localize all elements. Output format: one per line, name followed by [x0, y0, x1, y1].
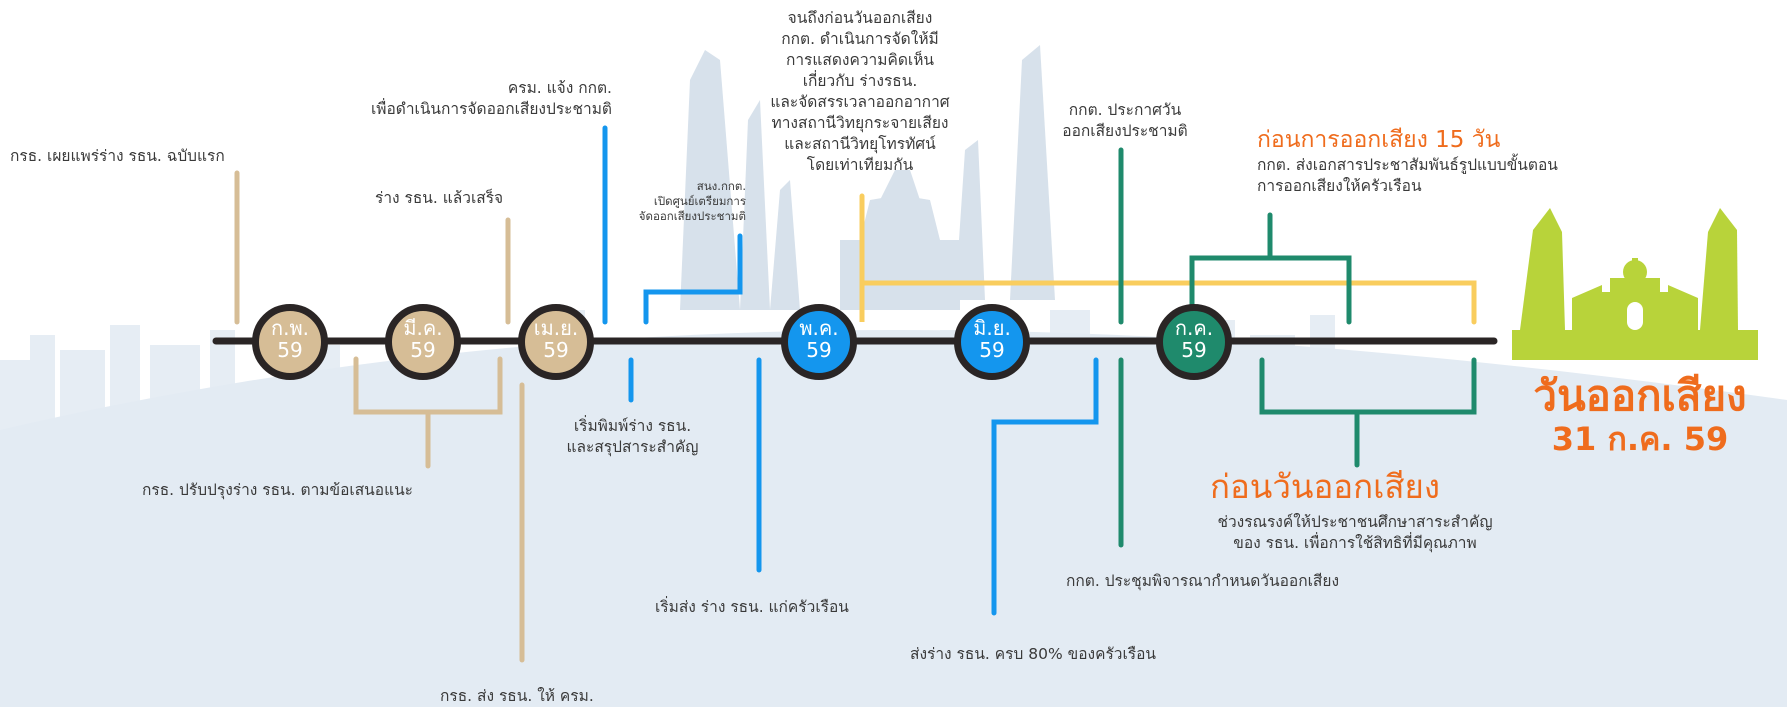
connector-send-80 — [991, 357, 1099, 616]
label-line: กกต. ประกาศวัน — [1068, 101, 1182, 119]
bracket-before-vote-day — [1259, 357, 1477, 415]
node-jun-59: มิ.ย. 59 — [954, 304, 1030, 380]
democracy-monument-icon — [1512, 208, 1758, 360]
vote-day-title: วันออกเสียง — [1533, 371, 1747, 420]
vote-day-block: วันออกเสียง 31 ก.ค. 59 — [1500, 371, 1780, 459]
label-line: และสถานีวิทยุโทรทัศน์ — [784, 135, 936, 153]
label-line: ช่วงรณรงค์ให้ประชาชนศึกษาสาระสำคัญ — [1217, 513, 1493, 531]
label-line: กกต. ดำเนินการจัดให้มี — [781, 30, 939, 48]
label-cabinet-notify: ครม. แจ้ง กกต. เพื่อดำเนินการจัดออกเสียง… — [330, 78, 612, 120]
node-mar-59: มี.ค. 59 — [385, 304, 461, 380]
node-year: 59 — [543, 338, 569, 362]
label-line: ครม. แจ้ง กกต. — [507, 79, 612, 97]
label-ect-announce: กกต. ประกาศวัน ออกเสียงประชามติ — [1040, 100, 1210, 142]
connector-ect-office — [643, 233, 743, 325]
label-line: ของ รธน. เพื่อการใช้สิทธิที่มีคุณภาพ — [1233, 534, 1477, 552]
node-year: 59 — [410, 338, 436, 362]
before-vote-day-desc: ช่วงรณรงค์ให้ประชาชนศึกษาสาระสำคัญ ของ ร… — [1170, 512, 1540, 554]
label-ect-meeting: กกต. ประชุมพิจารณากำหนดวันออกเสียง — [1066, 572, 1340, 590]
before-vote-day-title: ก่อนวันออกเสียง — [1210, 467, 1440, 506]
label-line: จนถึงก่อนวันออกเสียง — [787, 9, 933, 27]
label-line: และสรุปสาระสำคัญ — [566, 438, 699, 456]
label-line: และจัดสรรเวลาออกอากาศ — [770, 93, 950, 111]
label-line: ทางสถานีวิทยุกระจายเสียง — [771, 114, 949, 132]
bracket-until-vote — [859, 193, 1477, 325]
node-month: เม.ย. — [533, 316, 579, 340]
label-line: กกต. ส่งเอกสารประชาสัมพันธ์รูปแบบขั้นตอน — [1257, 156, 1558, 174]
vote-day-date: 31 ก.ค. 59 — [1551, 420, 1729, 458]
node-year: 59 — [979, 338, 1005, 362]
label-line: โดยเท่าเทียมกัน — [806, 156, 914, 174]
label-line: จัดออกเสียงประชามติ — [638, 209, 746, 223]
label-improve-draft: กรธ. ปรับปรุงร่าง รธน. ตามข้อเสนอแนะ — [142, 481, 413, 499]
node-jul-59: ก.ค. 59 — [1156, 304, 1232, 380]
label-send-80: ส่งร่าง รธน. ครบ 80% ของครัวเรือน — [910, 645, 1157, 663]
label-line: เพื่อดำเนินการจัดออกเสียงประชามติ — [370, 100, 612, 118]
before-15-days-title: ก่อนการออกเสียง 15 วัน — [1257, 127, 1501, 153]
node-month: มิ.ย. — [973, 316, 1011, 340]
label-until-vote: จนถึงก่อนวันออกเสียง กกต. ดำเนินการจัดให… — [745, 8, 975, 176]
node-month: พ.ค. — [799, 316, 839, 340]
label-ect-office: สนง.กกต. เปิดศูนย์เตรียมการ จัดออกเสียงป… — [600, 179, 746, 224]
label-start-send: เริ่มส่ง ร่าง รธน. แก่ครัวเรือน — [655, 598, 849, 616]
node-apr-59: เม.ย. 59 — [518, 304, 594, 380]
label-send-to-cabinet: กรธ. ส่ง รธน. ให้ ครม. — [440, 687, 594, 705]
node-month: ก.ค. — [1174, 316, 1214, 340]
node-feb-59: ก.พ. 59 — [252, 304, 328, 380]
label-line: ออกเสียงประชามติ — [1062, 122, 1188, 140]
node-month: ก.พ. — [270, 316, 309, 340]
label-line: การออกเสียงให้ครัวเรือน — [1257, 177, 1422, 195]
node-may-59: พ.ค. 59 — [781, 304, 857, 380]
label-line: เริ่มพิมพ์ร่าง รธน. — [573, 417, 692, 435]
node-year: 59 — [1181, 338, 1207, 362]
label-start-print: เริ่มพิมพ์ร่าง รธน. และสรุปสาระสำคัญ — [550, 416, 715, 458]
label-line: เกี่ยวกับ ร่างรธน. — [802, 72, 918, 90]
before-15-days-desc: กกต. ส่งเอกสารประชาสัมพันธ์รูปแบบขั้นตอน… — [1257, 155, 1558, 197]
label-line: สนง.กกต. — [696, 179, 746, 193]
label-publish-first-draft: กรธ. เผยแพร่ร่าง รธน. ฉบับแรก — [10, 147, 225, 165]
label-line: เปิดศูนย์เตรียมการ — [653, 194, 746, 208]
label-draft-done: ร่าง รธน. แล้วเสร็จ — [375, 189, 504, 207]
label-line: การแสดงความคิดเห็น — [785, 51, 935, 69]
node-month: มี.ค. — [403, 316, 443, 340]
node-year: 59 — [806, 338, 832, 362]
node-year: 59 — [277, 338, 303, 362]
